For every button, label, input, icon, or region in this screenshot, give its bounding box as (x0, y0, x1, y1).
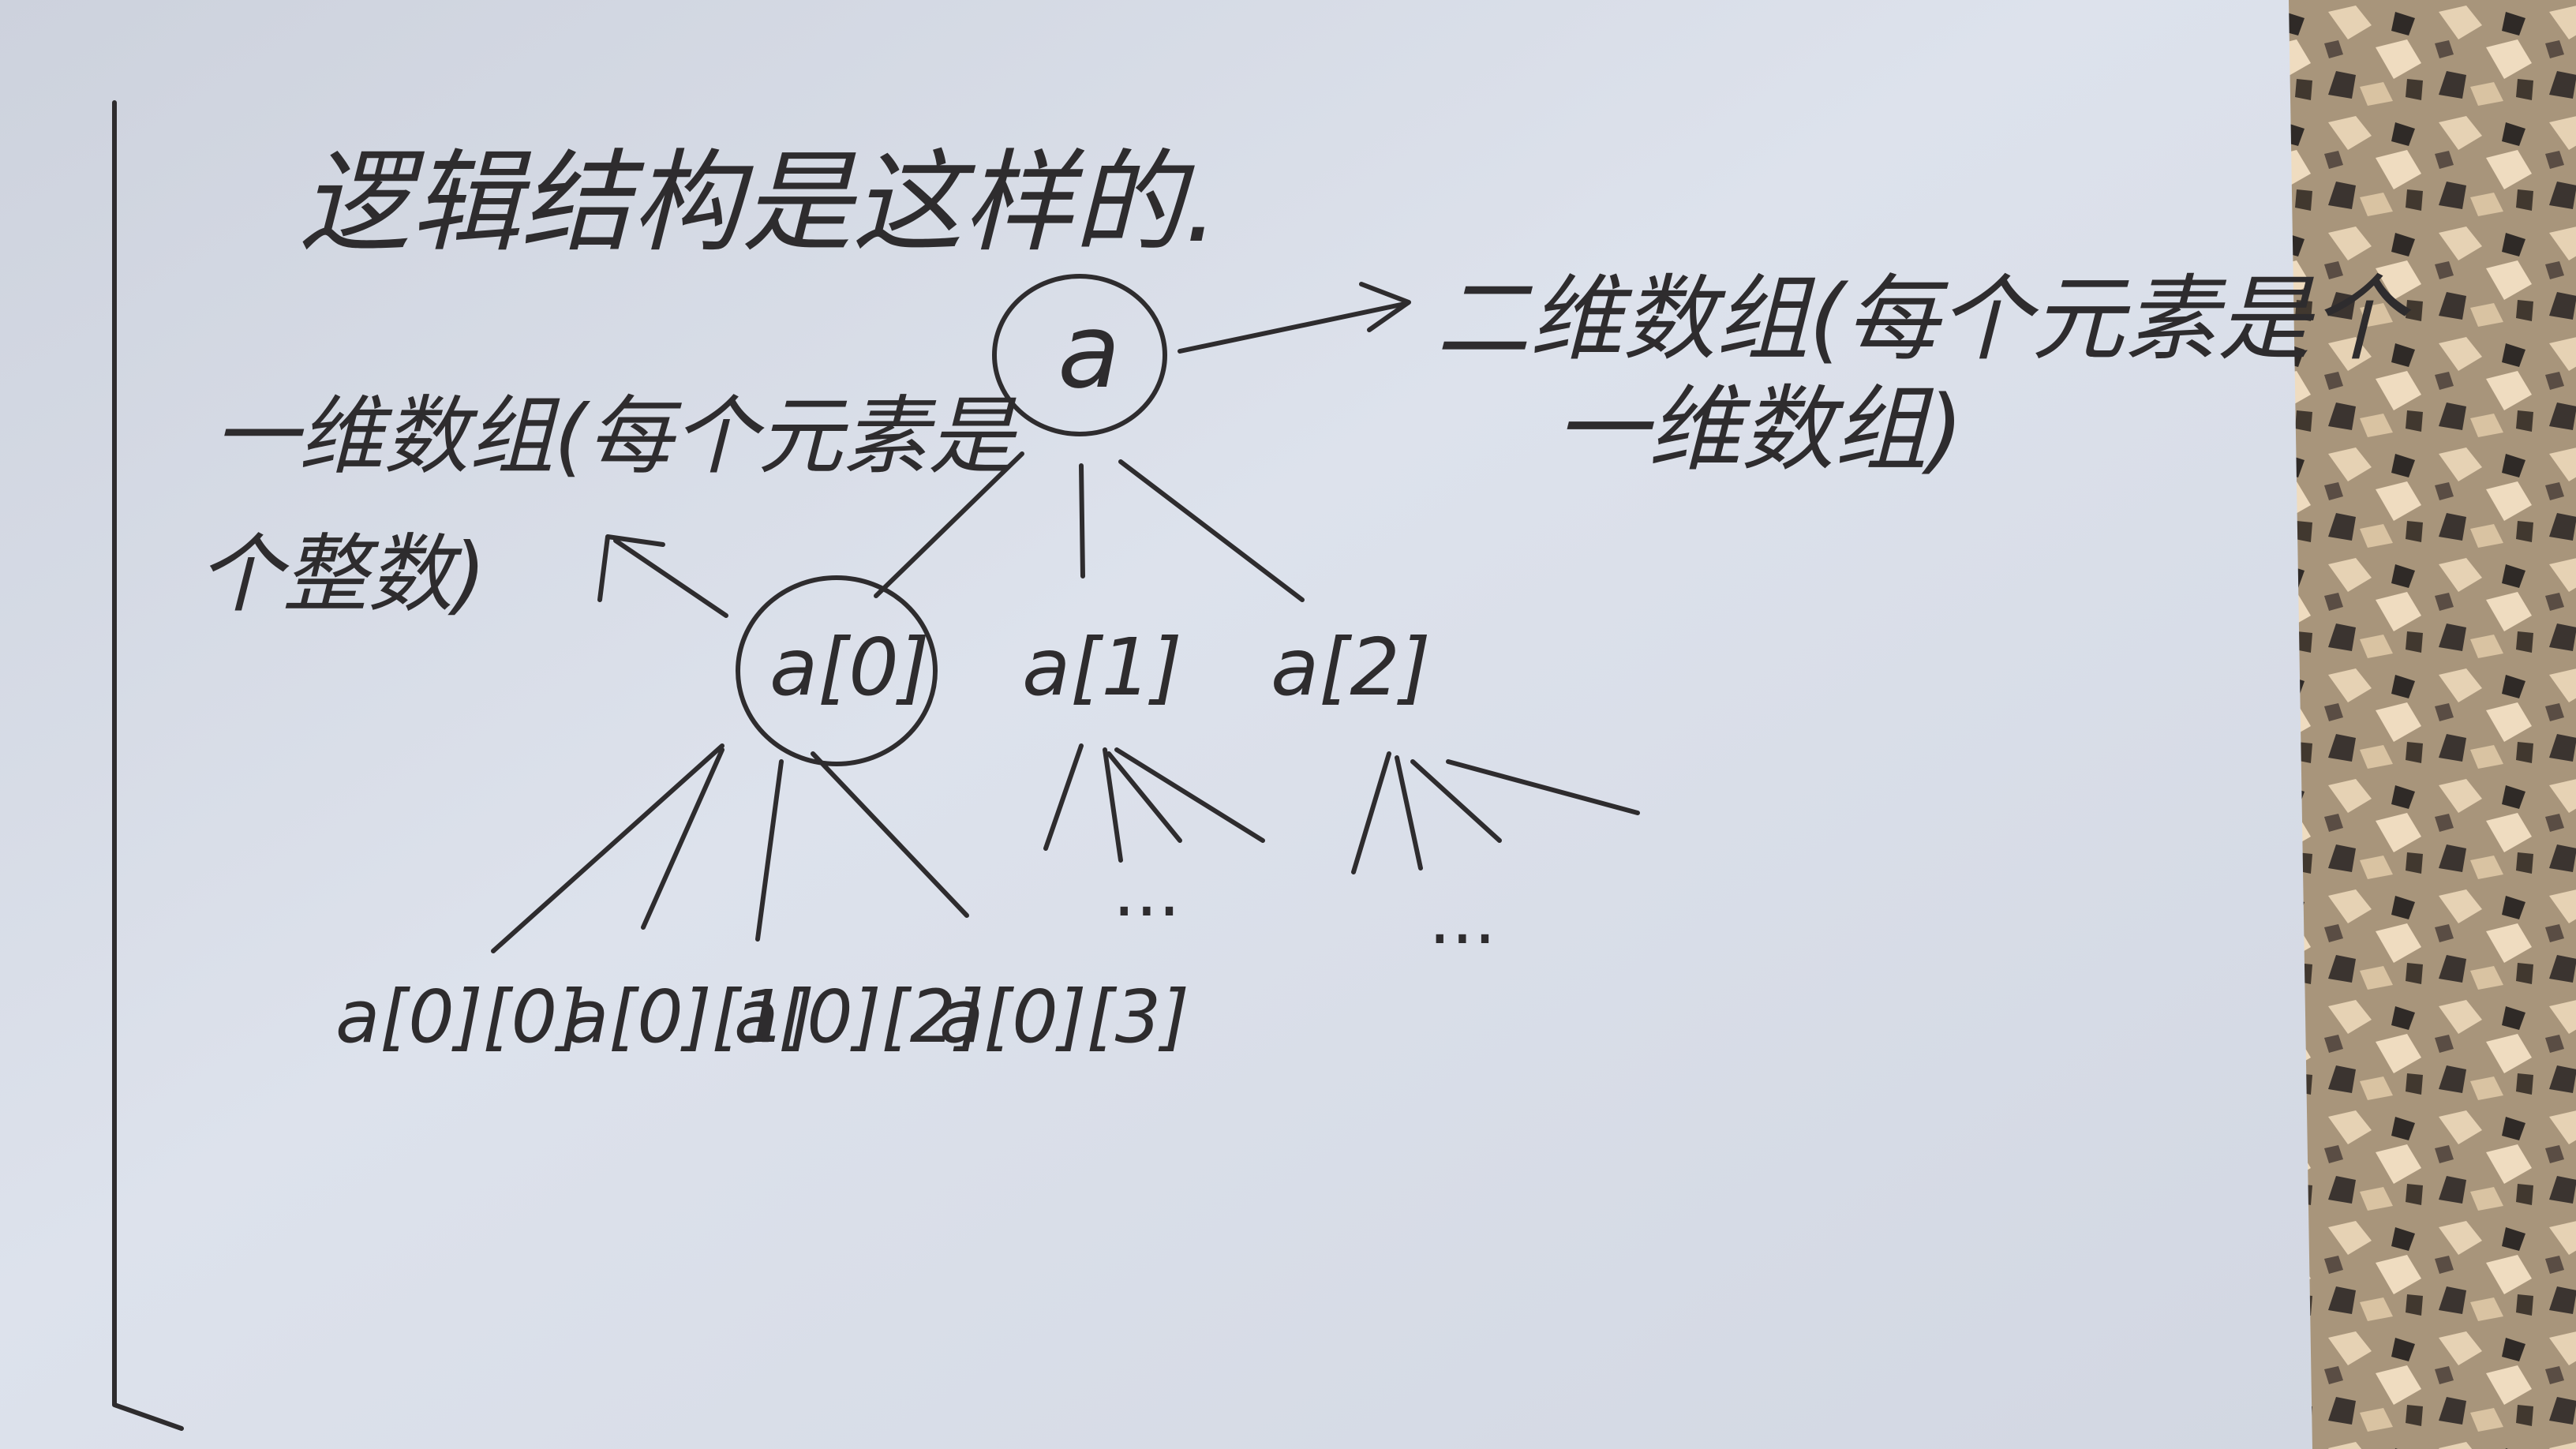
child-a1-label: a[1] (1022, 621, 1182, 713)
root-arrow (1178, 301, 1407, 354)
row-arrow (613, 538, 728, 618)
edge-root-a2 (1118, 459, 1305, 602)
edge-root-a0 (874, 451, 1024, 598)
edge-a1-fan-3 (1106, 751, 1182, 843)
heading-text: 逻辑结构是这样的. (300, 139, 1219, 268)
edge-a1-fan-1 (1043, 743, 1084, 851)
row-arrow-head (597, 534, 665, 602)
edge-a0-leaf0 (491, 743, 724, 953)
root-note-line1: 二维数组(每个元素是个 (1436, 264, 2412, 373)
row-note-line1: 一维数组(每个元素是 (213, 388, 1017, 486)
root-note-line2: 一维数组) (1555, 375, 1964, 484)
paper-sheet (0, 0, 2312, 1449)
edge-a2-fan-2 (1395, 755, 1423, 871)
edge-a2-fan-3 (1410, 759, 1502, 843)
row-note-line2: 个整数) (197, 526, 486, 624)
ellipsis-a2: ... (1428, 878, 1496, 960)
edge-a0-leaf2 (755, 759, 784, 942)
root-arrow-head (1359, 282, 1411, 332)
leaf-a02: a[0][2] (734, 975, 984, 1059)
leaf-a03: a[0][3] (939, 975, 1189, 1059)
child-a0-circle (736, 575, 938, 766)
root-node-circle (992, 274, 1167, 436)
child-a2-label: a[2] (1271, 621, 1431, 713)
root-node-label: a (1058, 291, 1121, 411)
edge-a2-fan-1 (1351, 751, 1391, 874)
edge-a0-leaf1 (641, 747, 724, 930)
edge-a0-leaf3 (811, 751, 969, 918)
leaf-a01: a[0][1] (564, 975, 814, 1059)
margin-line (110, 100, 184, 1431)
edge-a1-fan-4 (1114, 747, 1265, 843)
edge-a2-fan-4 (1446, 759, 1640, 815)
ellipsis-a1: ... (1113, 850, 1181, 933)
edge-a1-fan-2 (1103, 747, 1123, 863)
child-a0-label: a[0] (769, 621, 930, 713)
edge-root-a1 (1079, 463, 1085, 578)
leaf-a00: a[0][0] (335, 975, 586, 1059)
